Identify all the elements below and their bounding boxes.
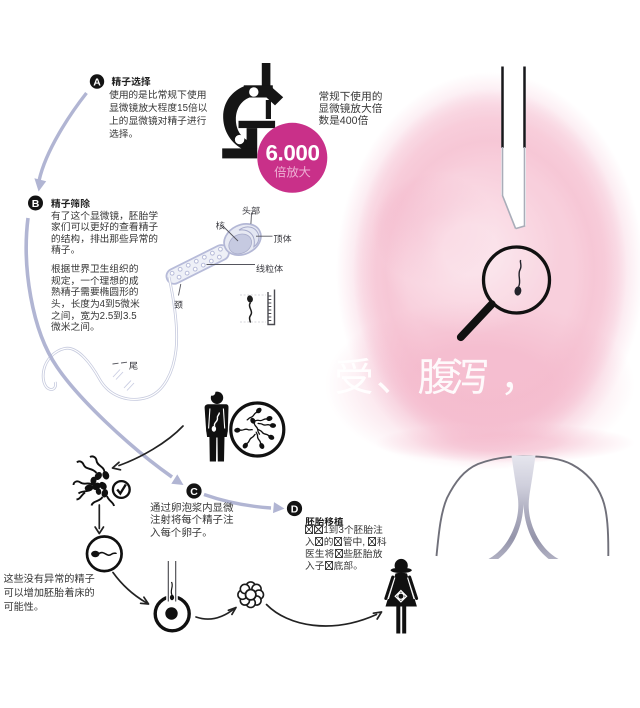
svg-text:6.000: 6.000 — [265, 141, 319, 166]
svg-text:A: A — [93, 76, 101, 88]
svg-text:倍放大: 倍放大 — [274, 166, 312, 180]
svg-text:D: D — [291, 503, 299, 515]
svg-text:B: B — [32, 198, 40, 210]
svg-text:C: C — [190, 486, 198, 498]
